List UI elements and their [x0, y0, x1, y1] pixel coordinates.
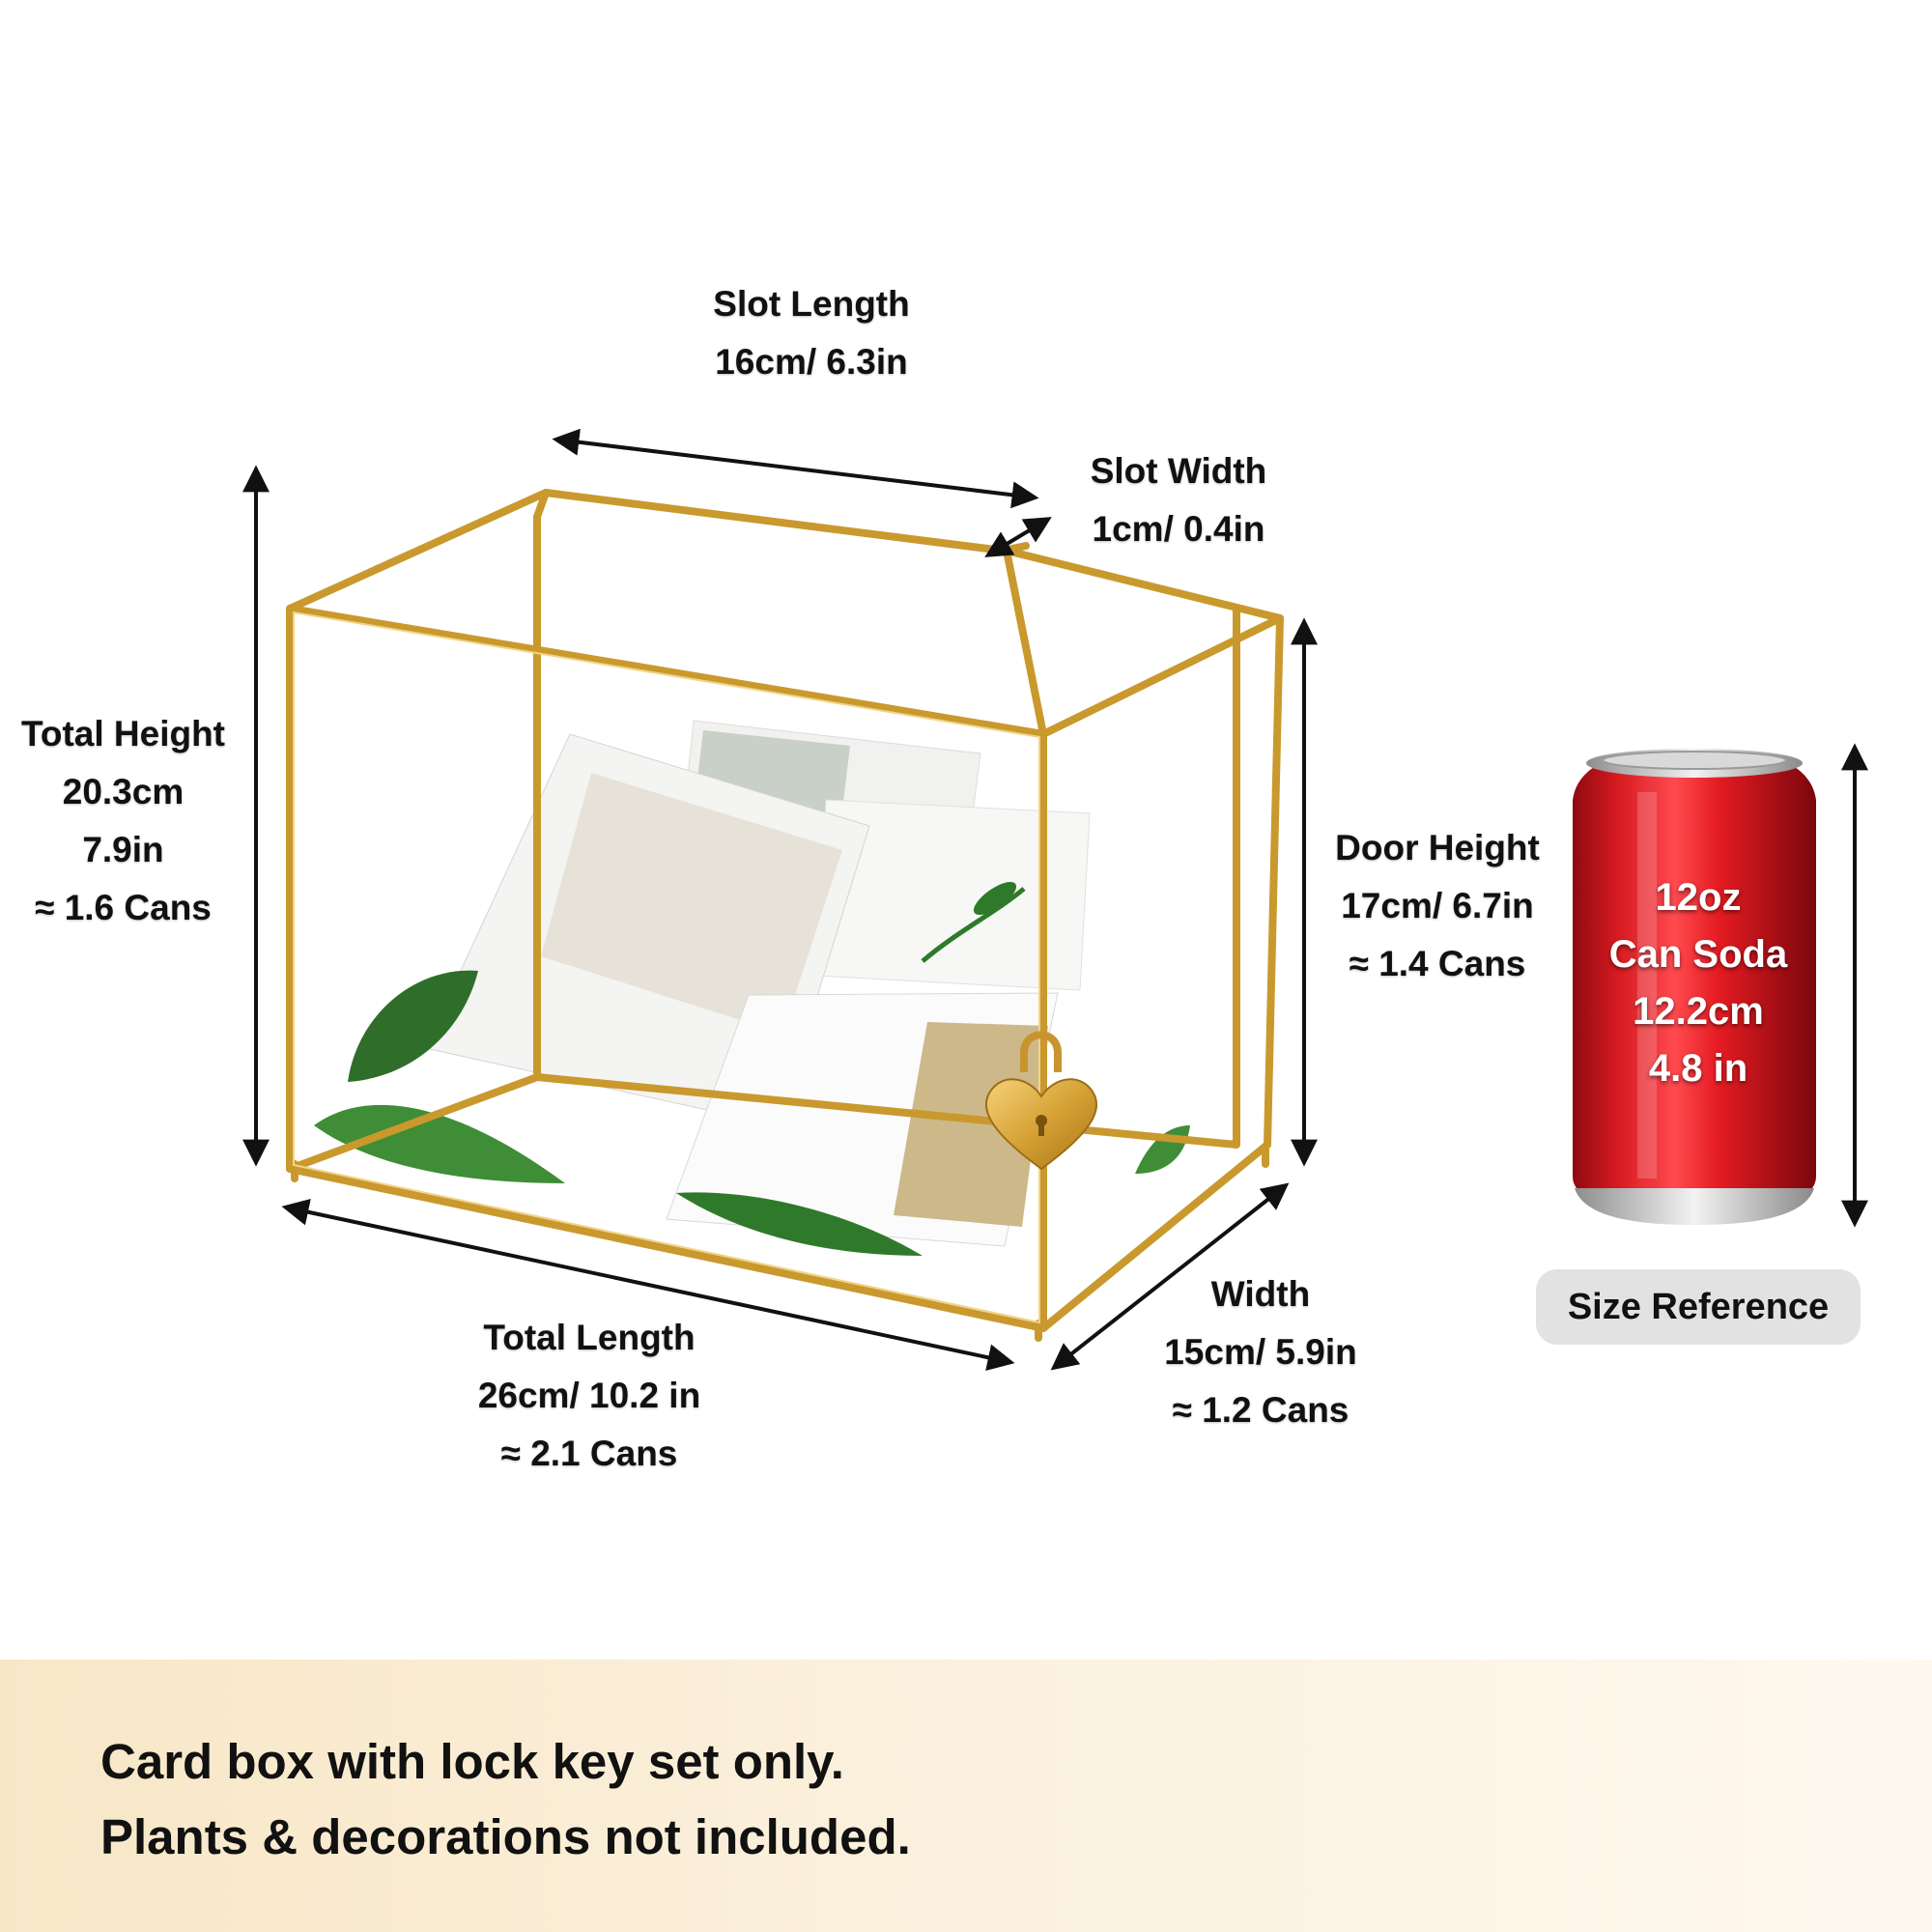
total-height-label: Total Height 20.3cm 7.9in ≈ 1.6 Cans — [0, 705, 246, 937]
size-reference-badge: Size Reference — [1536, 1269, 1861, 1345]
total-height-cans: ≈ 1.6 Cans — [35, 888, 212, 927]
total-height-metric: 20.3cm — [62, 772, 185, 811]
total-length-cans: ≈ 2.1 Cans — [500, 1434, 678, 1473]
cards-and-leaves — [314, 720, 1190, 1256]
photo-card-main-image — [541, 773, 842, 1034]
slot-length-label: Slot Length 16cm/ 6.3in — [599, 275, 1024, 391]
slot-width-title: Slot Width — [1090, 451, 1267, 491]
door-height-value: 17cm/ 6.7in — [1341, 886, 1534, 925]
total-length-arrow — [281, 1198, 1015, 1372]
dimension-arrows — [242, 428, 1868, 1372]
leaf-sprig — [921, 887, 1026, 963]
leaf — [973, 881, 1017, 916]
total-height-title: Total Height — [20, 714, 225, 753]
total-height-imperial: 7.9in — [82, 830, 164, 869]
heart-lock-icon — [984, 1031, 1098, 1171]
photo-card-front-image — [894, 1022, 1048, 1227]
can-volume: 12oz — [1655, 876, 1742, 919]
width-value: 15cm/ 5.9in — [1164, 1332, 1357, 1372]
leaf-bottom — [314, 1104, 565, 1183]
slot-length-value: 16cm/ 6.3in — [715, 342, 908, 382]
can-height-imperial: 4.8 in — [1648, 1047, 1748, 1090]
width-cans: ≈ 1.2 Cans — [1172, 1390, 1350, 1430]
total-length-value: 26cm/ 10.2 in — [477, 1376, 701, 1415]
frame-highlight — [293, 611, 1040, 1324]
slot-width-label: Slot Width 1cm/ 0.4in — [1053, 442, 1304, 558]
total-length-title: Total Length — [483, 1318, 696, 1357]
footer-line-2: Plants & decorations not included. — [100, 1809, 911, 1864]
soda-can-icon — [1573, 749, 1816, 1225]
width-label: Width 15cm/ 5.9in ≈ 1.2 Cans — [1121, 1265, 1401, 1439]
can-name: Can Soda — [1608, 933, 1788, 976]
door-height-title: Door Height — [1335, 828, 1540, 867]
door-height-label: Door Height 17cm/ 6.7in ≈ 1.4 Cans — [1312, 819, 1563, 993]
can-height-metric: 12.2cm — [1633, 990, 1764, 1033]
total-length-label: Total Length 26cm/ 10.2 in ≈ 2.1 Cans — [406, 1309, 773, 1483]
slot-length-arrow — [552, 428, 1039, 509]
slot-length-title: Slot Length — [713, 284, 910, 324]
slot-width-arrow — [984, 517, 1052, 557]
width-arrow — [1050, 1182, 1290, 1371]
slot-width-value: 1cm/ 0.4in — [1092, 509, 1265, 549]
can-label: 12oz Can Soda 12.2cm 4.8 in — [1573, 869, 1824, 1097]
door-height-cans: ≈ 1.4 Cans — [1349, 944, 1526, 983]
width-title: Width — [1210, 1274, 1311, 1314]
footer-note: Card box with lock key set only. Plants … — [0, 1660, 1932, 1932]
footer-line-1: Card box with lock key set only. — [100, 1734, 844, 1789]
leaf-large — [348, 970, 478, 1082]
